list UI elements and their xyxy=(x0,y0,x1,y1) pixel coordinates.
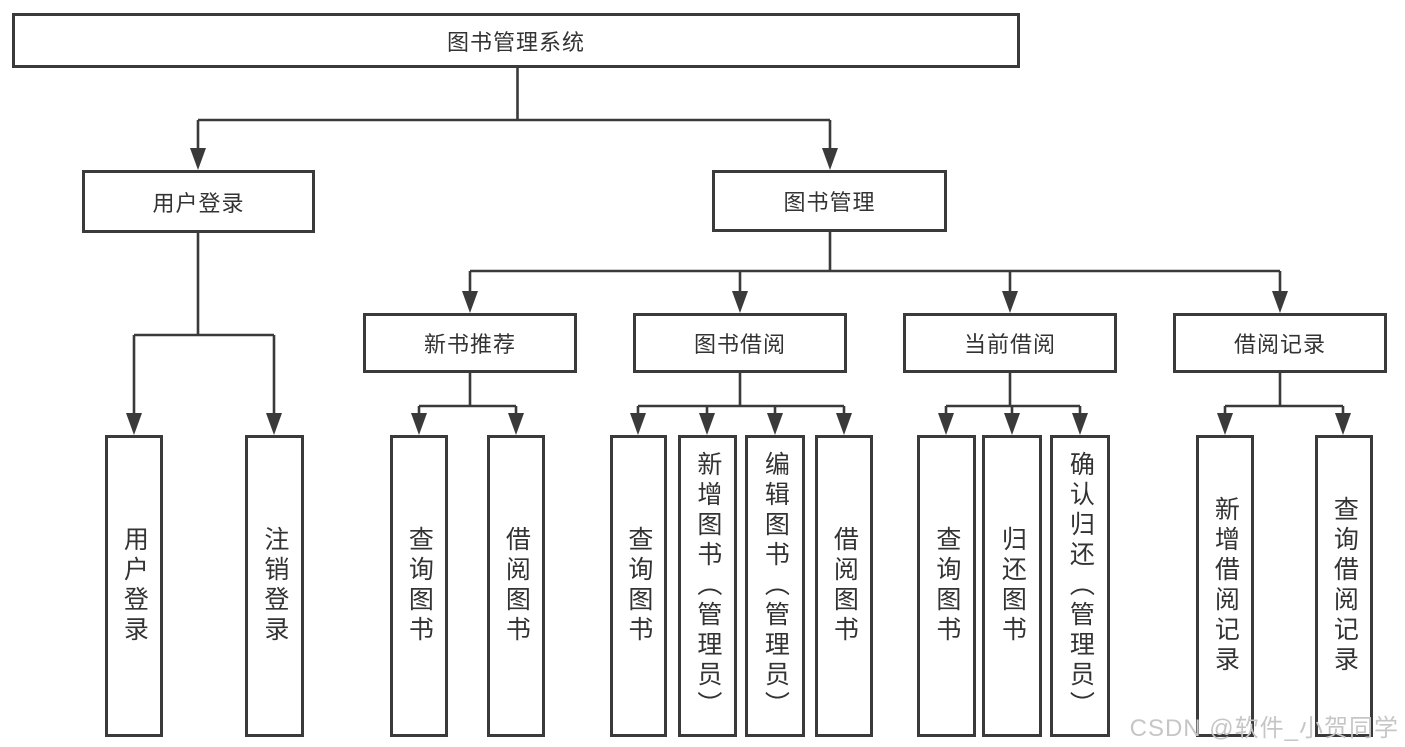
node-current-borrowing: 当前借阅 xyxy=(903,313,1117,373)
node-label: 当前借阅 xyxy=(963,332,1056,357)
node-label: 用户登录 xyxy=(152,190,245,216)
leaf-return-books: 归还图书 xyxy=(982,435,1042,737)
connector-book-borrowing-children xyxy=(636,373,846,415)
connector-user-login-children xyxy=(132,233,276,415)
node-borrowing-records: 借阅记录 xyxy=(1173,313,1387,373)
node-label: 新增借阅记录 xyxy=(1211,496,1240,676)
node-label: 图书管理系统 xyxy=(446,29,585,55)
node-label: 查询图书 xyxy=(932,526,961,646)
node-label: 查询图书 xyxy=(624,526,653,646)
connector-new-book-children xyxy=(417,373,518,415)
connector-current-borrowing-children xyxy=(944,373,1082,415)
node-label: 归还图书 xyxy=(998,526,1027,646)
leaf-logout-login: 注销登录 xyxy=(245,435,304,737)
leaf-edit-book-admin: 编辑图书（管理员） xyxy=(745,435,805,737)
node-label: 编辑图书（管理员） xyxy=(761,451,790,721)
node-label: 图书管理 xyxy=(783,190,876,215)
node-book-management: 图书管理 xyxy=(712,170,947,232)
leaf-query-books-borrowing: 查询图书 xyxy=(610,435,667,737)
node-label: 查询图书 xyxy=(405,526,434,646)
node-new-book-recommend: 新书推荐 xyxy=(363,313,577,373)
leaf-add-borrow-record: 新增借阅记录 xyxy=(1196,435,1254,737)
connector-book-management-children xyxy=(468,232,1282,293)
node-label: 借阅图书 xyxy=(830,526,859,646)
node-book-borrowing: 图书借阅 xyxy=(633,313,847,373)
leaf-query-books-current: 查询图书 xyxy=(917,435,976,737)
leaf-add-book-admin: 新增图书（管理员） xyxy=(678,435,737,737)
arrowheads xyxy=(126,148,1351,435)
node-user-login: 用户登录 xyxy=(82,170,315,233)
leaf-query-books-recommend: 查询图书 xyxy=(390,435,448,737)
leaf-query-borrow-record: 查询借阅记录 xyxy=(1315,435,1373,737)
connector-borrowing-records-children xyxy=(1223,373,1345,415)
node-library-management-system: 图书管理系统 xyxy=(12,13,1020,68)
node-label: 借阅记录 xyxy=(1233,332,1326,357)
node-label: 确认归还（管理员） xyxy=(1066,451,1095,721)
leaf-borrow-books-recommend: 借阅图书 xyxy=(487,435,545,737)
node-label: 用户登录 xyxy=(120,526,149,646)
leaf-user-login: 用户登录 xyxy=(105,435,163,737)
node-label: 借阅图书 xyxy=(502,526,531,646)
node-label: 新书推荐 xyxy=(423,332,516,357)
node-label: 注销登录 xyxy=(260,526,289,646)
node-label: 新增图书（管理员） xyxy=(693,451,722,721)
csdn-watermark: CSDN @软件_小贺同学 xyxy=(1129,715,1399,742)
connector-root-to-level2 xyxy=(196,68,832,150)
leaf-confirm-return-admin: 确认归还（管理员） xyxy=(1050,435,1110,737)
node-label: 查询借阅记录 xyxy=(1330,496,1359,676)
node-label: 图书借阅 xyxy=(693,332,786,357)
leaf-borrow-books: 借阅图书 xyxy=(815,435,873,737)
